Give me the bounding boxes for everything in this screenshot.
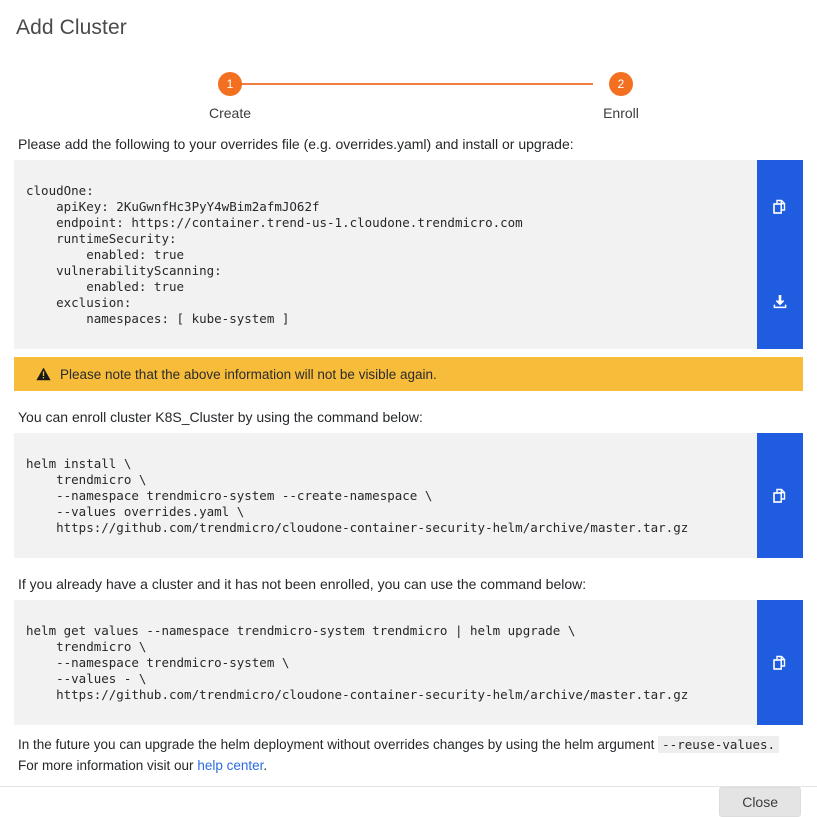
alert-triangle-icon (36, 367, 51, 381)
stepper-track (229, 83, 593, 85)
download-button[interactable] (757, 254, 803, 349)
warning-banner: Please note that the above information w… (14, 357, 803, 391)
copy-icon (770, 653, 790, 673)
footnote-text-before: In the future you can upgrade the helm d… (18, 737, 655, 752)
step-label: Create (208, 105, 252, 121)
copy-button[interactable] (757, 600, 803, 725)
step-number-badge: 2 (609, 72, 633, 96)
dialog-body: Add Cluster 1 Create 2 Enroll Please add… (14, 16, 813, 776)
footnote: In the future you can upgrade the helm d… (18, 734, 813, 776)
footnote-text-after: For more information visit our (18, 758, 194, 773)
wizard-stepper: 1 Create 2 Enroll (14, 62, 803, 134)
copy-icon (770, 197, 790, 217)
enroll-code-text: helm install \ trendmicro \ --namespace … (26, 455, 689, 535)
stepper-step-create[interactable]: 1 Create (170, 62, 290, 121)
copy-button[interactable] (757, 433, 803, 558)
overrides-intro-text: Please add the following to your overrid… (18, 136, 574, 152)
enroll-code-block: helm install \ trendmicro \ --namespace … (14, 433, 803, 558)
overrides-code-actions (757, 160, 803, 349)
page-title: Add Cluster (16, 16, 127, 39)
enroll-intro-text: You can enroll cluster K8S_Cluster by us… (18, 409, 423, 425)
overrides-code-block: cloudOne: apiKey: 2KuGwnfHc3PyY4wBim2afm… (14, 160, 803, 349)
stepper-step-enroll[interactable]: 2 Enroll (561, 62, 681, 121)
enroll-code-actions (757, 433, 803, 558)
help-center-link[interactable]: help center (197, 758, 264, 773)
add-cluster-dialog: Add Cluster 1 Create 2 Enroll Please add… (0, 16, 817, 817)
upgrade-code-block: helm get values --namespace trendmicro-s… (14, 600, 803, 725)
download-icon (770, 292, 790, 312)
close-button[interactable]: Close (719, 787, 801, 817)
footnote-inline-code: --reuse-values. (658, 736, 780, 753)
warning-text: Please note that the above information w… (60, 366, 437, 382)
upgrade-intro-text: If you already have a cluster and it has… (18, 576, 587, 592)
upgrade-code-text: helm get values --namespace trendmicro-s… (26, 622, 689, 702)
upgrade-code-actions (757, 600, 803, 725)
copy-icon (770, 486, 790, 506)
overrides-code-text: cloudOne: apiKey: 2KuGwnfHc3PyY4wBim2afm… (26, 182, 523, 326)
step-number-badge: 1 (218, 72, 242, 96)
dialog-footer: Close (0, 787, 817, 817)
copy-button[interactable] (757, 160, 803, 255)
step-label: Enroll (603, 105, 639, 121)
footnote-period: . (263, 758, 268, 773)
